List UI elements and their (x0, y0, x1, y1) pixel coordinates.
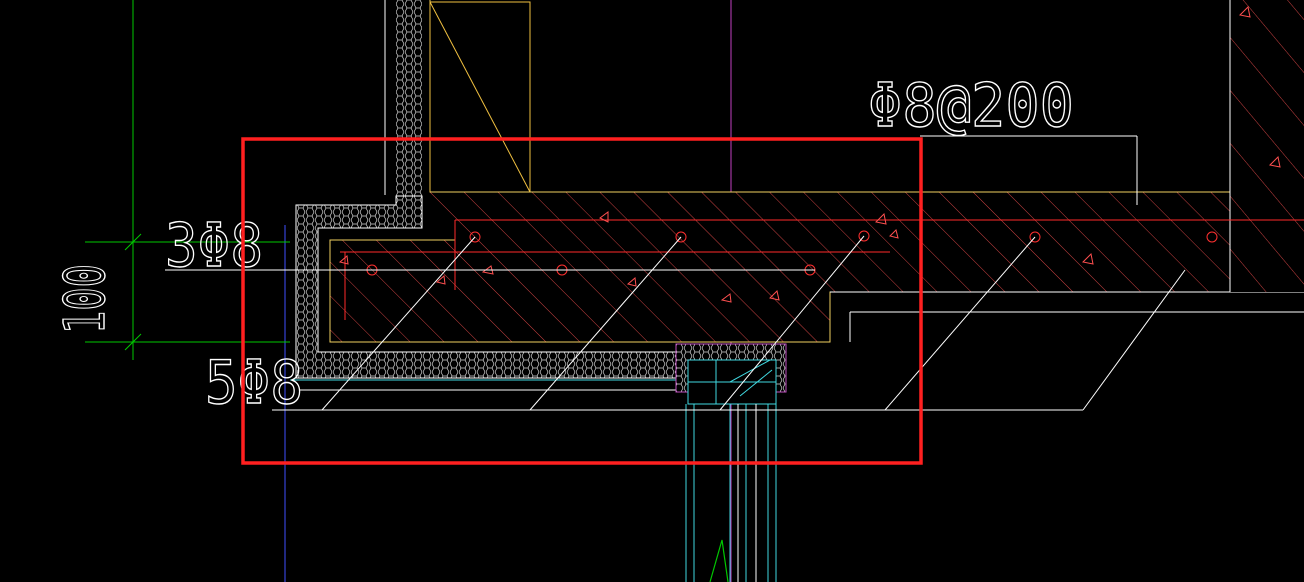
green-section-arrow (709, 539, 729, 582)
wall-insulation-vertical (396, 0, 422, 205)
rebar-dot (675, 231, 687, 243)
rebar-dot (1206, 231, 1218, 243)
concrete-aggregate-marks (338, 5, 1281, 303)
rebar-dot (469, 231, 481, 243)
rebar-dot (858, 230, 870, 242)
highlight-box (241, 137, 923, 465)
top-rebar-label: Φ8@200 (868, 71, 1074, 141)
dimension-label: 100 (53, 264, 118, 334)
leader-lines (165, 135, 1186, 411)
slab-top-strip (430, 192, 1230, 220)
upper-bars-label: 3Φ8 (165, 211, 263, 281)
slab-concrete (329, 219, 1231, 343)
window-head-frame (429, 1, 531, 193)
lower-bars-label: 5Φ8 (205, 348, 303, 418)
right-wall-concrete (1230, 0, 1304, 292)
rebar-dot (1029, 231, 1041, 243)
dimension-group (85, 0, 290, 360)
